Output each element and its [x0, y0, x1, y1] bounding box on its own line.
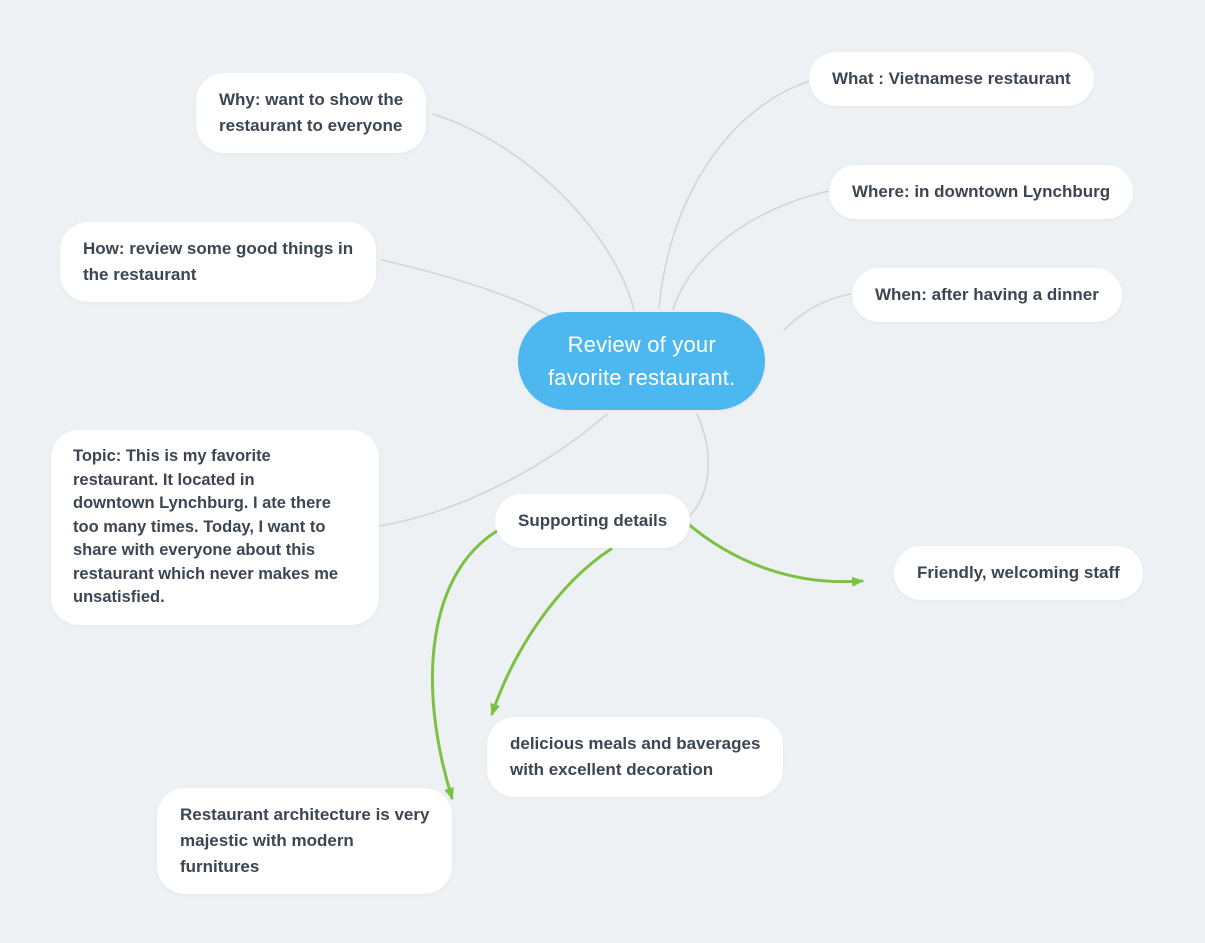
edge-root-when	[783, 293, 852, 331]
arrow-supporting-delicious	[490, 547, 613, 716]
node-what[interactable]: What : Vietnamese restaurant	[809, 52, 1094, 106]
node-how[interactable]: How: review some good things in the rest…	[60, 222, 377, 302]
node-friendly-staff-label: Friendly, welcoming staff	[917, 563, 1120, 582]
node-why-label: Why: want to show the restaurant to ever…	[219, 90, 404, 135]
edge-root-how	[381, 259, 557, 321]
edge-root-where	[672, 190, 830, 310]
node-how-label: How: review some good things in the rest…	[83, 239, 354, 284]
node-supporting-details-label: Supporting details	[518, 511, 668, 530]
node-where[interactable]: Where: in downtown Lynchburg	[829, 165, 1134, 219]
node-topic-label: Topic: This is my favorite restaurant. I…	[73, 447, 339, 606]
node-what-label: What : Vietnamese restaurant	[832, 69, 1071, 88]
node-root-label: Review of your favorite restaurant.	[548, 332, 736, 390]
node-when[interactable]: When: after having a dinner	[852, 268, 1122, 322]
node-restaurant-architecture-label: Restaurant architecture is very majestic…	[180, 805, 430, 876]
node-topic[interactable]: Topic: This is my favorite restaurant. I…	[51, 430, 379, 625]
node-delicious-meals-label: delicious meals and baverages with excel…	[510, 734, 761, 779]
edge-root-what	[658, 80, 811, 309]
node-restaurant-architecture[interactable]: Restaurant architecture is very majestic…	[157, 788, 453, 894]
node-where-label: Where: in downtown Lynchburg	[852, 182, 1111, 201]
node-delicious-meals[interactable]: delicious meals and baverages with excel…	[487, 717, 784, 797]
node-friendly-staff[interactable]: Friendly, welcoming staff	[894, 546, 1143, 600]
edge-root-supporting	[685, 413, 710, 521]
node-supporting-details[interactable]: Supporting details	[495, 494, 691, 548]
edge-root-why	[432, 113, 635, 311]
arrow-supporting-friendly	[685, 521, 864, 587]
node-when-label: When: after having a dinner	[875, 285, 1099, 304]
node-why[interactable]: Why: want to show the restaurant to ever…	[196, 73, 427, 153]
node-root[interactable]: Review of your favorite restaurant.	[518, 312, 766, 410]
